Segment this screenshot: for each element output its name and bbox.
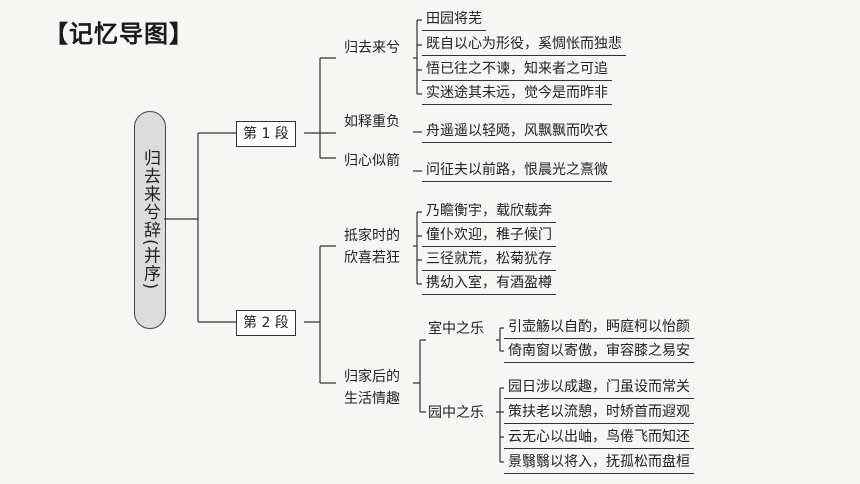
s2-subgroup-2-label: 园中之乐 — [428, 405, 484, 421]
connector-s2-g1 — [413, 211, 422, 285]
section-2-node: 第 2 段 — [236, 310, 296, 336]
s2-group-2-label-line-1: 归家后的 — [344, 369, 400, 385]
s2-sub2-item-3: 云无心以出岫，鸟倦飞而知还 — [504, 426, 694, 449]
root-node-title: 归去来兮辞(并序) — [134, 111, 166, 329]
page-title: 【记忆导图】 — [44, 20, 194, 48]
s2-sub1-item-2: 倚南窗以寄傲，审容膝之易安 — [504, 340, 694, 363]
s1-g1-item-1: 田园将芜 — [422, 8, 486, 31]
connector-s2-sub1 — [496, 327, 504, 352]
s2-group-1-label-line-1: 抵家时的 — [344, 228, 400, 244]
s2-g1-item-2: 僮仆欢迎，稚子候门 — [422, 224, 556, 247]
connector-section-2 — [304, 245, 336, 384]
s2-group-2-label-line-2: 生活情趣 — [344, 391, 400, 407]
s1-group-2-label: 如释重负 — [344, 114, 400, 130]
s1-g1-item-4: 实迷途其未远，觉今是而昨非 — [422, 82, 612, 105]
s2-sub1-item-1: 引壶觞以自酌，眄庭柯以怡颜 — [504, 316, 694, 339]
s1-g2-item-1: 舟遥遥以轻飏，风飘飘而吹衣 — [422, 120, 612, 143]
connector-root — [164, 132, 236, 323]
s1-g1-item-3: 悟已往之不谏，知来者之可追 — [422, 58, 612, 81]
s1-g3-item-1: 问征夫以前路，恨晨光之熹微 — [422, 159, 612, 182]
s2-sub2-item-2: 策扶老以流憩，时矫首而遐观 — [504, 401, 694, 424]
s1-group-1-label: 归去来兮 — [344, 40, 400, 56]
s1-group-3-label: 归心似箭 — [344, 153, 400, 169]
connector-s2-g2 — [413, 339, 426, 413]
s2-group-1-label-line-2: 欣喜若狂 — [344, 250, 400, 266]
s2-g1-item-3: 三径就荒，松菊犹存 — [422, 248, 556, 271]
s1-g1-item-2: 既自以心为形役，奚惆怅而独悲 — [422, 33, 626, 56]
s2-sub2-item-4: 景翳翳以将入，抚孤松而盘桓 — [504, 451, 694, 474]
connector-s1-g1 — [413, 19, 422, 95]
connector-s2-sub2 — [496, 387, 504, 463]
s2-subgroup-1-label: 室中之乐 — [428, 321, 484, 337]
s2-g1-item-4: 携幼入室，有酒盈樽 — [422, 272, 556, 295]
section-1-node: 第 1 段 — [236, 121, 296, 147]
s2-sub2-item-1: 园日涉以成趣，门虽设而常关 — [504, 376, 694, 399]
connector-section-1 — [304, 57, 336, 159]
s2-g1-item-1: 乃瞻衡宇，载欣载奔 — [422, 200, 556, 223]
